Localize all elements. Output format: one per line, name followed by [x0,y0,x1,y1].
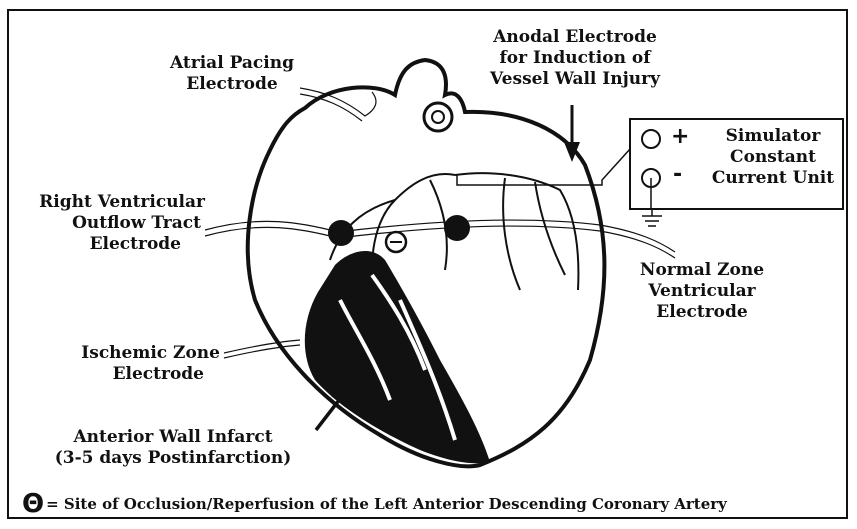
ischemic-zone-label: Ischemic Zone Electrode [40,343,220,385]
simulator-unit: + - Simulator Constant Current Unit [629,118,844,210]
occlusion-symbol-icon: Θ [22,489,44,519]
minus-terminal: - [673,162,682,187]
legend-text: = Site of Occlusion/Reperfusion of the L… [46,495,727,513]
anodal-electrode-label: Anodal Electrode for Induction of Vessel… [480,27,670,90]
infarct-zone [305,251,490,463]
plus-terminal: + [671,124,689,149]
rvot-label: Right Ventricular Outflow Tract Electrod… [20,192,205,255]
anodal-wire [457,138,640,185]
infarct-label: Anterior Wall Infarct (3-5 days Postinfa… [48,427,298,469]
normal-zone-electrode [444,215,470,241]
normal-zone-label: Normal Zone Ventricular Electrode [612,260,792,323]
rvot-electrode [328,220,354,246]
unit-label: Simulator Constant Current Unit [705,126,841,189]
legend: Θ= Site of Occlusion/Reperfusion of the … [22,489,727,519]
atrial-pacing-label: Atrial Pacing Electrode [162,53,302,95]
